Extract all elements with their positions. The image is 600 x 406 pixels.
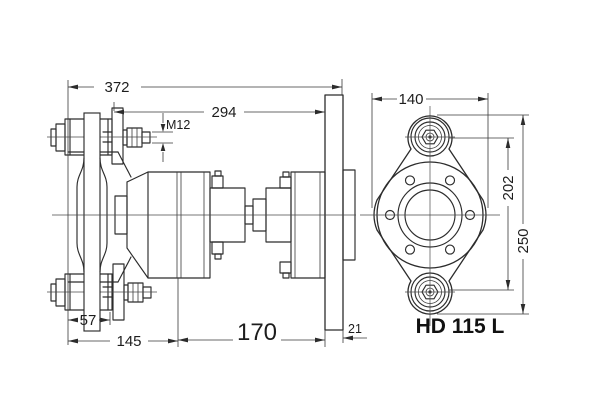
dim-stud-thread: M12: [166, 118, 190, 132]
bolt-head: [211, 175, 224, 189]
flange-outline: [373, 115, 487, 315]
model-label: HD 115 L: [416, 315, 505, 338]
bottom-mount: [47, 263, 157, 321]
cone-shoulder: [126, 171, 149, 279]
dim-body-length: 294: [211, 104, 236, 121]
side-view-dimensions: 372 294 M12 57 145: [67, 79, 367, 350]
dim-coupling-length: 170: [237, 319, 277, 346]
left-mount-bracket: [47, 107, 157, 332]
front-view-centerlines: [360, 106, 500, 326]
mounting-plate: [324, 94, 356, 331]
front-view: 140 202 250 HD 115 L: [360, 91, 532, 338]
dim-flange-width: 140: [398, 91, 423, 108]
bolt-cap: [282, 171, 290, 178]
dim-bolt-hole-spacing: 202: [500, 175, 517, 200]
bolt-head: [279, 261, 292, 274]
coupling-assembly: [114, 170, 326, 279]
front-view-dimensions: 140 202 250: [371, 91, 532, 315]
bolt-head: [279, 176, 292, 189]
bolt-head: [211, 241, 224, 255]
dim-mount-width: 57: [80, 312, 97, 329]
left-drum: [147, 171, 211, 279]
dim-mount-offset: 145: [116, 333, 141, 350]
bolt-cap: [214, 170, 222, 177]
bolt-cap: [282, 272, 290, 279]
bracket-body: [67, 151, 132, 283]
dim-flange-thickness: 21: [348, 322, 362, 336]
dim-flange-height: 250: [515, 228, 532, 253]
side-view: 372 294 M12 57 145: [47, 79, 367, 350]
dim-overall-length: 372: [104, 79, 129, 96]
bracket-arm: [83, 112, 101, 332]
top-mount: [47, 107, 157, 165]
bolt-cap: [214, 253, 222, 260]
